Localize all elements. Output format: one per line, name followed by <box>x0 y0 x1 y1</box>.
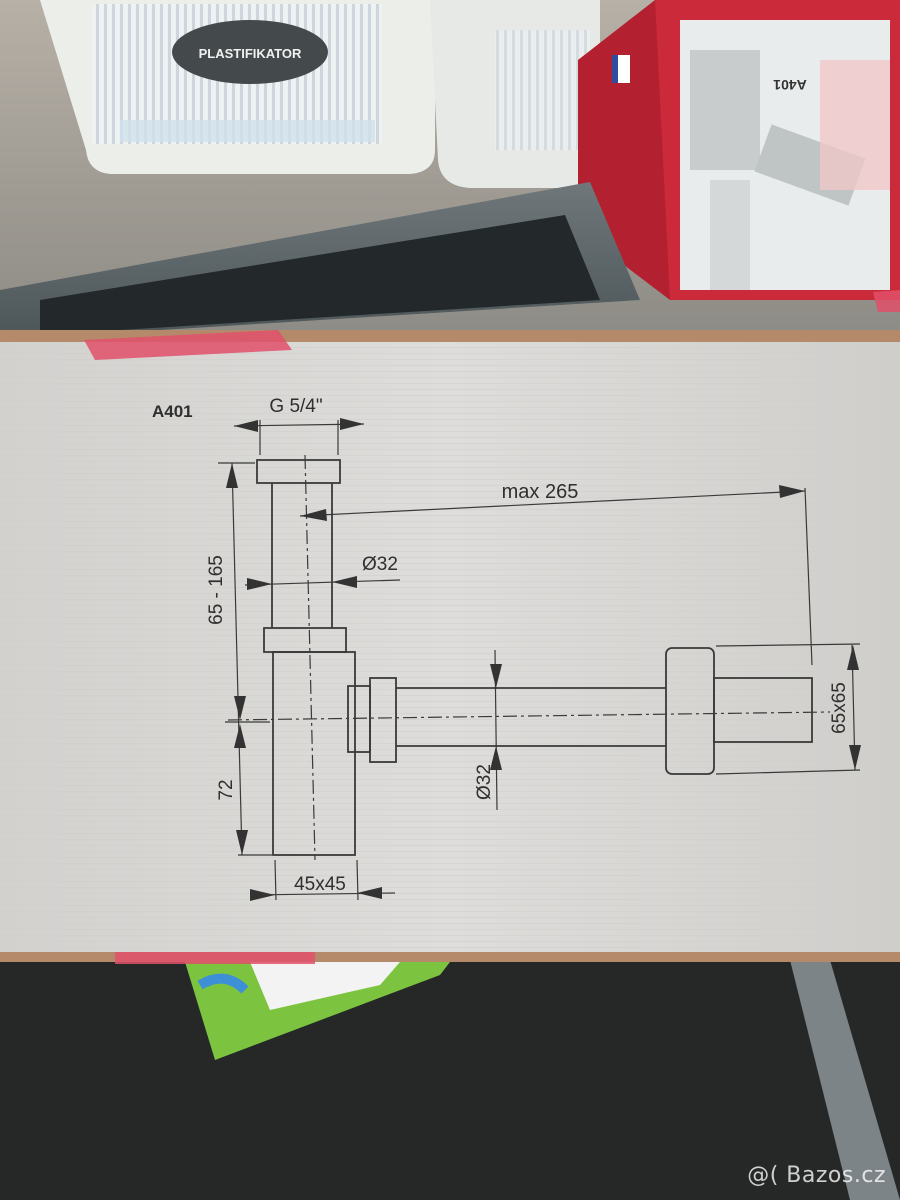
tape-bottom <box>115 952 315 964</box>
jug-label: PLASTIFIKATOR <box>199 46 302 61</box>
white-container <box>430 0 600 188</box>
dim-flange-size: 65x65 <box>829 682 850 734</box>
tape-top <box>84 330 292 360</box>
tape-right <box>873 290 900 312</box>
grey-tray <box>0 182 640 340</box>
product-box: A401 <box>578 0 900 300</box>
siphon-drawing <box>218 420 861 901</box>
model-label: A401 <box>152 402 193 421</box>
dim-height-range: 65 - 165 <box>206 555 227 625</box>
green-package <box>185 962 450 1060</box>
bin-edge <box>790 960 900 1200</box>
instruction-card <box>0 290 900 964</box>
dim-inlet-thread: G 5/4" <box>269 396 322 417</box>
dim-tube-diameter: Ø32 <box>362 554 398 575</box>
plastic-jug: PLASTIFIKATOR <box>40 0 435 174</box>
dim-outlet-diameter: Ø32 <box>474 764 495 800</box>
box-label: A401 <box>773 77 807 93</box>
bazos-watermark: @( Bazos.cz <box>747 1163 886 1188</box>
dim-body-size: 45x45 <box>294 874 346 895</box>
dark-bin <box>0 960 900 1200</box>
dimension-arrows <box>226 418 861 901</box>
dim-outlet-reach: max 265 <box>502 481 579 503</box>
dim-lower-height: 72 <box>216 779 237 800</box>
